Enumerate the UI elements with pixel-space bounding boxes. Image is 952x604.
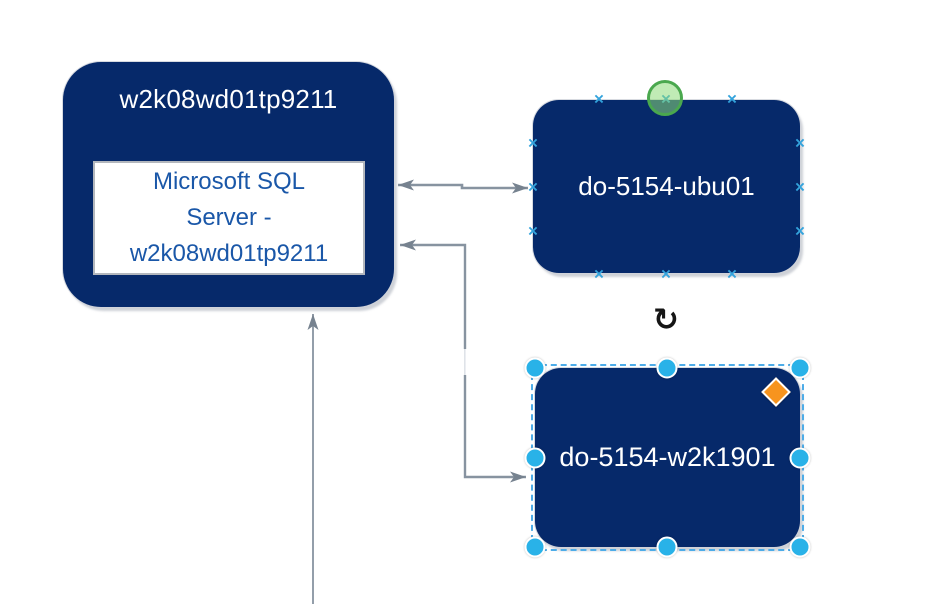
- node-ubu01[interactable]: do-5154-ubu01: [533, 100, 800, 273]
- connection-point-x-icon[interactable]: ×: [594, 264, 604, 284]
- connection-point-x-icon[interactable]: ×: [528, 133, 538, 153]
- service-label-line: Server -: [186, 204, 272, 231]
- selection-handle-sw[interactable]: [524, 536, 546, 558]
- selection-handle-w[interactable]: [524, 447, 546, 469]
- node-sql-server-title: w2k08wd01tp9211: [119, 84, 338, 114]
- connection-point-x-icon[interactable]: ×: [727, 264, 737, 284]
- node-w2k1901[interactable]: do-5154-w2k1901: [535, 368, 800, 547]
- connection-point-x-icon[interactable]: ×: [795, 177, 805, 197]
- connection-point-x-icon[interactable]: ×: [661, 264, 671, 284]
- connection-point-x-icon[interactable]: ×: [528, 221, 538, 241]
- connection-point-x-icon[interactable]: ×: [594, 89, 604, 109]
- selection-handle-ne[interactable]: [789, 357, 811, 379]
- node-sql-server[interactable]: w2k08wd01tp9211 Microsoft SQL Server - w…: [63, 62, 394, 307]
- selection-handle-n[interactable]: [656, 357, 678, 379]
- connection-point-x-icon[interactable]: ×: [528, 177, 538, 197]
- edge-label-gap: [458, 349, 472, 375]
- selection-handle-e[interactable]: [789, 447, 811, 469]
- edge-sql-to-ubu01[interactable]: [398, 179, 528, 194]
- service-label-line: Microsoft SQL: [152, 168, 306, 195]
- node-w2k1901-label: do-5154-w2k1901: [559, 442, 776, 472]
- rotate-handle-icon[interactable]: ↻: [653, 302, 679, 337]
- selection-handle-se[interactable]: [789, 536, 811, 558]
- selection-handle-nw[interactable]: [524, 357, 546, 379]
- connection-point-x-icon[interactable]: ×: [727, 89, 737, 109]
- service-label-line: w2k08wd01tp9211: [129, 240, 329, 267]
- connection-hover-highlight[interactable]: [647, 80, 683, 116]
- node-ubu01-label: do-5154-ubu01: [578, 171, 755, 201]
- selection-handle-s[interactable]: [656, 536, 678, 558]
- connection-point-x-icon[interactable]: ×: [795, 221, 805, 241]
- sql-service-label-box[interactable]: Microsoft SQL Server - w2k08wd01tp9211: [93, 161, 365, 275]
- connection-point-x-icon[interactable]: ×: [795, 133, 805, 153]
